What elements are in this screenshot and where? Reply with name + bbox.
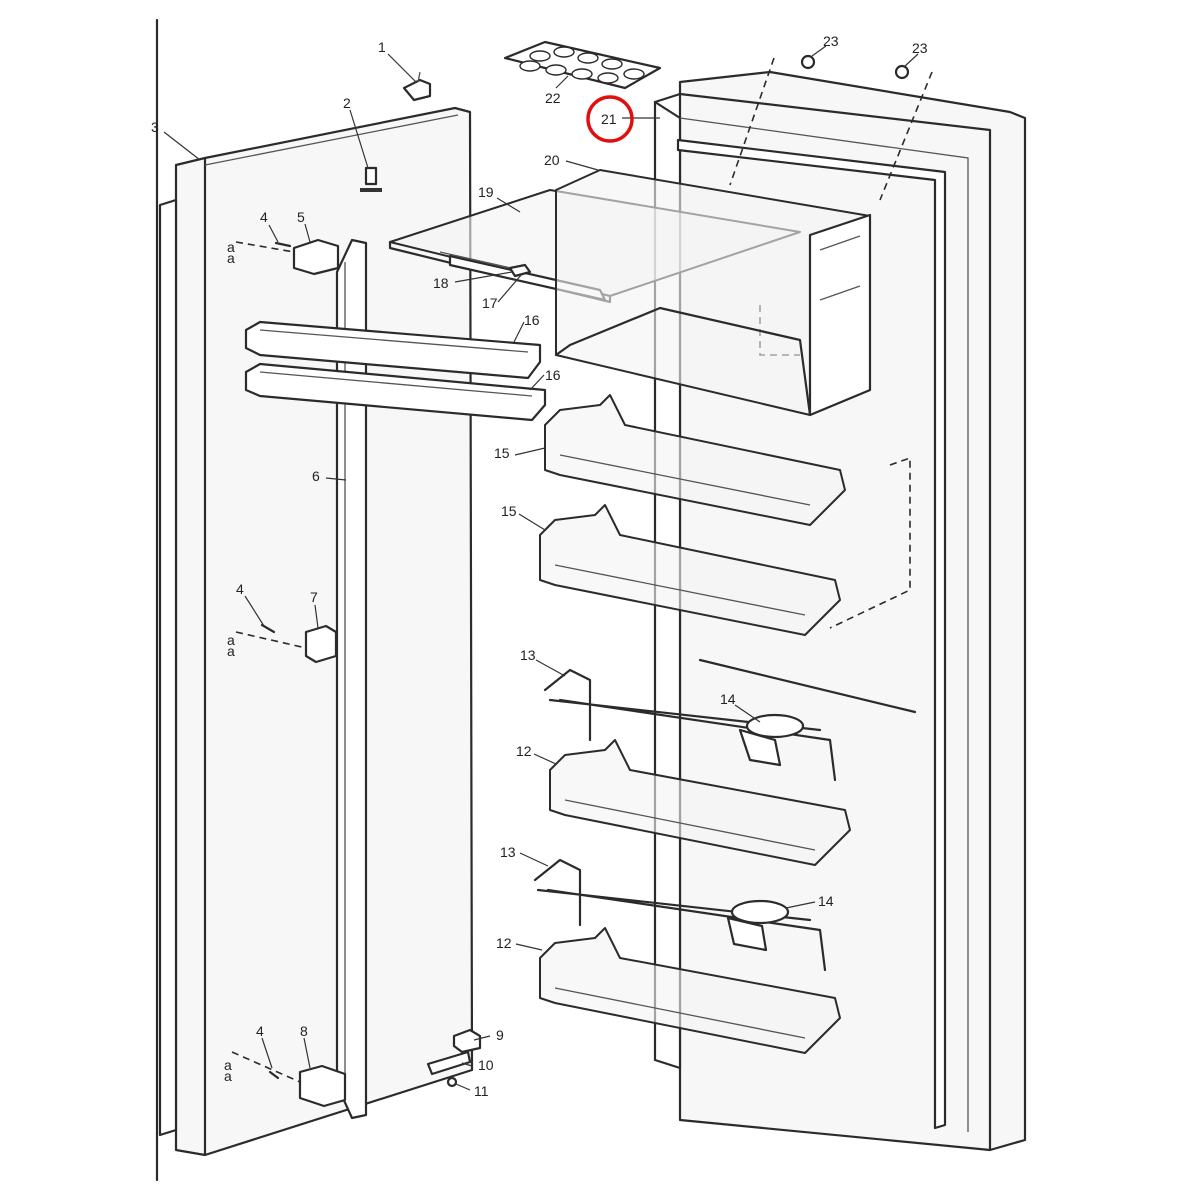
small-marks: a a a a a a [224, 239, 235, 1084]
logo-emblem [360, 166, 382, 192]
hinge-cover-upper [235, 238, 340, 276]
frame-shelf-rail [698, 658, 917, 714]
callout-labels: 1 2 3 4 4 4 5 6 7 8 9 10 11 12 12 13 13 … [151, 33, 928, 1099]
callout-16-lower: 16 [545, 367, 561, 383]
door-shelf-lower [244, 362, 547, 422]
hinge-cover-lower [231, 1051, 347, 1108]
bottle-bin-lower [539, 927, 841, 1054]
svg-text:a: a [227, 632, 235, 648]
crisper-drawer [554, 169, 872, 417]
callout-12-lower: 12 [496, 935, 512, 951]
callout-13-upper: 13 [520, 647, 536, 663]
egg-holder-lower [726, 899, 790, 952]
cap-right [894, 64, 910, 80]
callout-14-upper: 14 [720, 691, 736, 707]
callout-3: 3 [151, 119, 159, 135]
callout-11: 11 [474, 1083, 489, 1099]
callout-18: 18 [433, 275, 449, 291]
callout-17: 17 [482, 295, 498, 311]
callout-19: 19 [478, 184, 494, 200]
svg-text:a: a [224, 1068, 232, 1084]
ice-tray [503, 40, 662, 90]
svg-text:a: a [227, 643, 235, 659]
callout-13-lower: 13 [500, 844, 516, 860]
hinge-cover-middle [235, 623, 338, 664]
callout-4-upper: 4 [260, 209, 268, 225]
callout-12-upper: 12 [516, 743, 532, 759]
callout-4-middle: 4 [236, 581, 244, 597]
bottle-bin-upper [549, 739, 851, 866]
callout-9: 9 [496, 1027, 504, 1043]
callout-23-left: 23 [823, 33, 839, 49]
leader-lines [163, 45, 919, 1091]
svg-text:a: a [227, 239, 235, 255]
callout-2: 2 [343, 95, 351, 111]
callout-1: 1 [378, 39, 386, 55]
shelf-trim-clip [508, 263, 532, 278]
callout-14-lower: 14 [818, 893, 834, 909]
highlight-circle-21 [586, 95, 634, 143]
callout-5: 5 [297, 209, 305, 225]
bottom-hinge-parts [426, 1028, 482, 1088]
callout-4-lower: 4 [256, 1023, 264, 1039]
callout-7: 7 [310, 589, 318, 605]
callout-10: 10 [478, 1057, 494, 1073]
egg-holder-upper [738, 713, 805, 767]
door-bin-upper [544, 394, 846, 526]
callout-15-lower: 15 [501, 503, 517, 519]
cap-left [800, 54, 816, 70]
frame-dashed-box [829, 456, 911, 629]
door-shelf-upper [244, 320, 542, 380]
top-hinge [402, 71, 432, 102]
callout-20: 20 [544, 152, 560, 168]
frame-dashed-outline-top [729, 57, 775, 186]
callout-6: 6 [312, 468, 320, 484]
callout-21: 21 [601, 111, 617, 127]
door-bin-lower [539, 504, 841, 636]
callout-8: 8 [300, 1023, 308, 1039]
callout-23-right: 23 [912, 40, 928, 56]
svg-text:a: a [227, 250, 235, 266]
callout-22: 22 [545, 90, 561, 106]
callout-16-upper: 16 [524, 312, 540, 328]
callout-15-upper: 15 [494, 445, 510, 461]
svg-text:a: a [224, 1057, 232, 1073]
